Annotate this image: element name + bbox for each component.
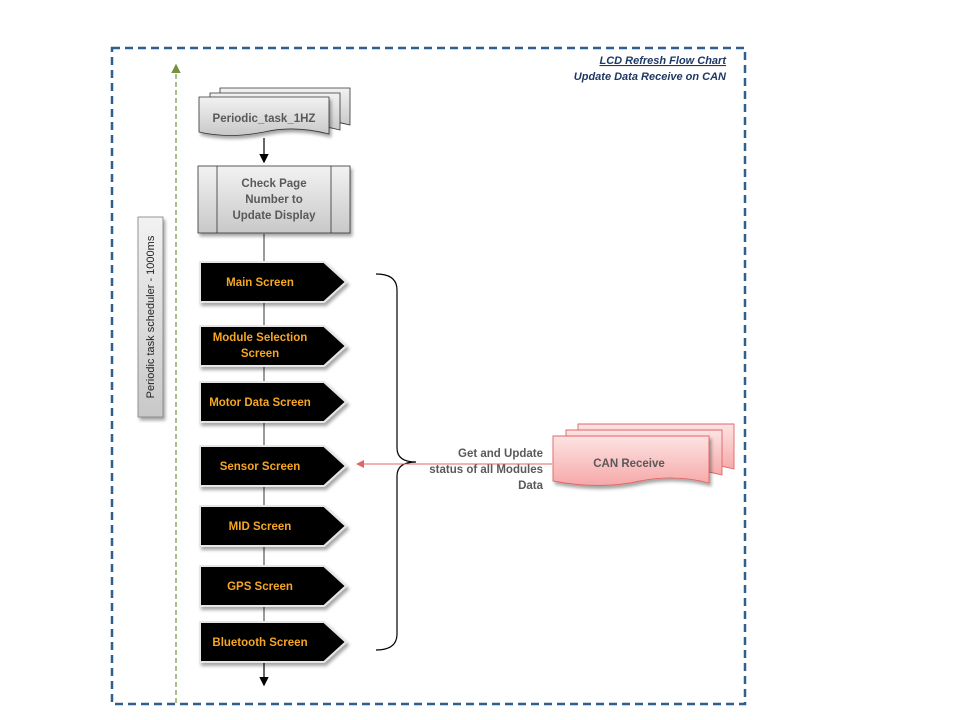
screen-node-gps: GPS Screen — [199, 565, 348, 607]
diagram-frame — [110, 46, 747, 706]
can-receive-node: CAN Receive — [552, 423, 735, 486]
screens-brace — [375, 273, 417, 651]
screen-label: Sensor Screen — [220, 461, 301, 473]
screen-node-mid: MID Screen — [199, 505, 348, 547]
screen-node-bluetooth: Bluetooth Screen — [199, 621, 348, 663]
svg-text:Check Page: Check Page — [241, 178, 306, 190]
screen-label: Screen — [241, 348, 279, 360]
svg-text:CAN Receive: CAN Receive — [593, 458, 665, 470]
svg-text:Update Display: Update Display — [232, 210, 316, 222]
svg-text:Data: Data — [518, 480, 544, 492]
screen-label: Bluetooth Screen — [212, 637, 307, 649]
screen-node-sensor: Sensor Screen — [199, 445, 348, 487]
svg-text:Number to: Number to — [245, 194, 303, 206]
chart-title: LCD Refresh Flow Chart — [599, 55, 727, 67]
screen-label: Motor Data Screen — [209, 397, 311, 409]
screen-label: Main Screen — [226, 277, 294, 289]
screen-node-motor-data: Motor Data Screen — [199, 381, 348, 423]
periodic-task-node: Periodic_task_1HZ — [198, 87, 351, 136]
chart-subtitle: Update Data Receive on CAN — [574, 71, 727, 83]
svg-text:status of all Modules: status of all Modules — [429, 464, 543, 476]
svg-text:Periodic task scheduler - 1000: Periodic task scheduler - 1000ms — [145, 235, 157, 398]
scheduler-label: Periodic task scheduler - 1000ms — [137, 216, 164, 418]
screen-label: Module Selection — [213, 332, 308, 344]
update-note: Get and Update status of all Modules Dat… — [429, 448, 543, 492]
check-page-node: Check Page Number to Update Display — [197, 165, 351, 234]
svg-text:Get and Update: Get and Update — [458, 448, 543, 460]
screen-label: MID Screen — [229, 521, 292, 533]
screen-label: GPS Screen — [227, 581, 293, 593]
screen-node-main: Main Screen — [199, 261, 348, 303]
svg-text:Periodic_task_1HZ: Periodic_task_1HZ — [213, 113, 316, 125]
